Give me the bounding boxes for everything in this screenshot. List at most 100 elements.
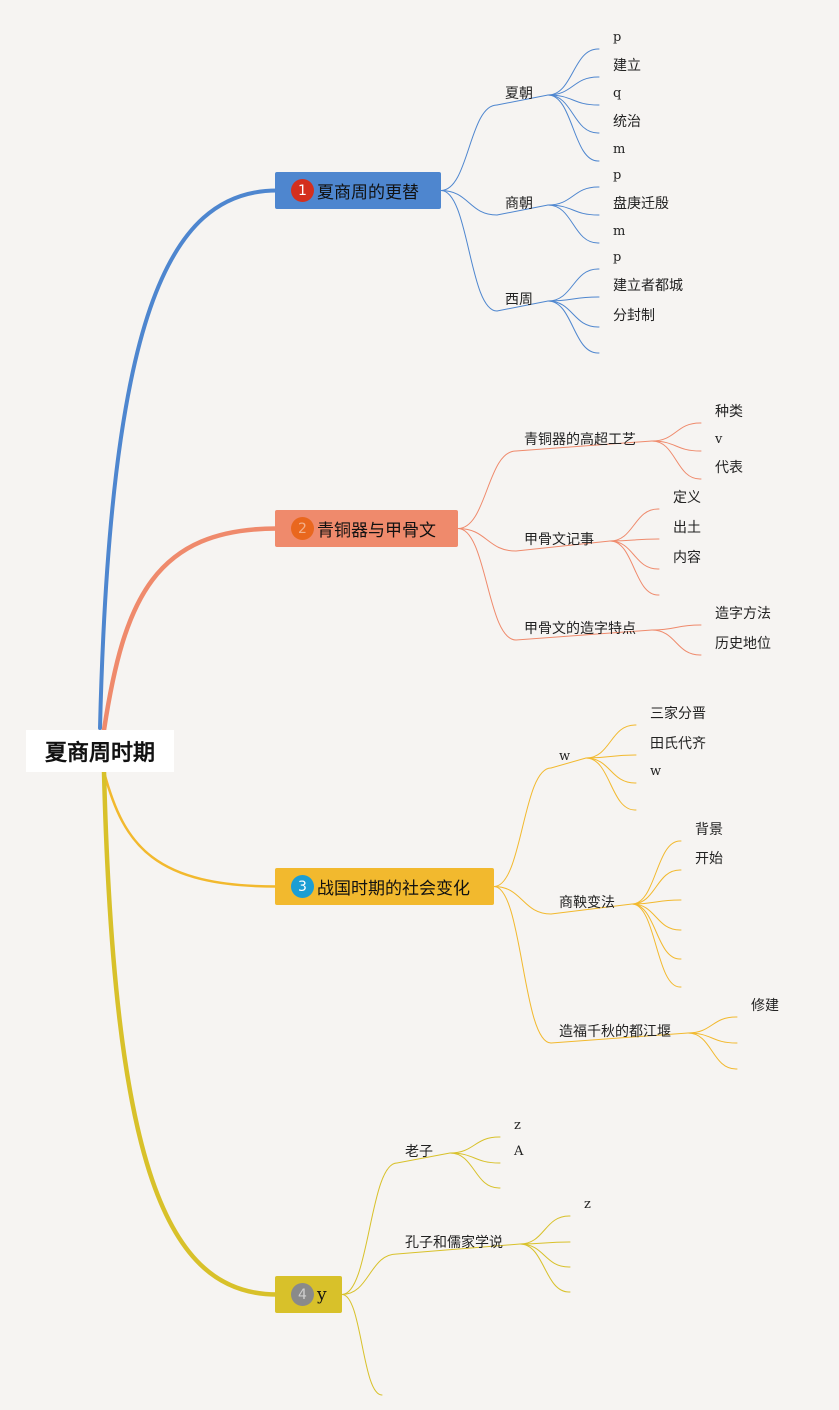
leaf-3-2-6-connector: [631, 903, 681, 988]
branch-topic-label: y: [317, 1284, 327, 1305]
subtopic-2-1[interactable]: 青铜器的高超工艺: [524, 432, 636, 448]
branch-topic-label: 战国时期的社会变化: [317, 879, 470, 899]
leaf-1-3-3[interactable]: 分封制: [613, 308, 655, 324]
leaf-1-2-1[interactable]: p: [613, 168, 622, 183]
subtopic-2-3[interactable]: 甲骨文的造字特点: [524, 621, 636, 637]
leaf-2-1-2[interactable]: v: [715, 432, 723, 447]
leaf-3-1-1[interactable]: 三家分晋: [650, 706, 706, 722]
leaf-1-3-1-connector: [547, 268, 599, 302]
branch-3-child-3-connector: [493, 886, 552, 1044]
branch-1-child-2-connector: [440, 190, 498, 216]
root-topic[interactable]: 夏商周时期: [26, 730, 174, 772]
leaf-3-1-4-connector: [585, 757, 636, 811]
branch-1-trunk-line: [98, 188, 279, 730]
branch-4-child-1-connector: [341, 1162, 398, 1295]
leaf-4-2-1[interactable]: z: [584, 1197, 591, 1212]
branch-topic-label: 夏商周的更替: [317, 183, 419, 203]
subtopic-1-2[interactable]: 商朝: [505, 196, 533, 212]
branch-2-trunk-line: [101, 526, 280, 733]
subtopic-3-3-baseline: [550, 1032, 689, 1044]
branch-3-trunk-line: [102, 770, 279, 888]
subtopic-3-3[interactable]: 造福千秋的都江堰: [559, 1024, 671, 1040]
leaf-3-2-1[interactable]: 背景: [695, 822, 723, 838]
leaf-2-3-2-connector: [651, 629, 701, 656]
leaf-3-3-1[interactable]: 修建: [751, 998, 779, 1014]
root-topic-label: 夏商周时期: [44, 741, 155, 766]
leaf-1-3-2-connector: [547, 296, 599, 302]
leaf-4-1-3-connector: [449, 1152, 500, 1189]
subtopic-1-1[interactable]: 夏朝: [505, 86, 533, 102]
leaf-1-1-2-connector: [547, 76, 599, 96]
branch-1-child-3-connector: [440, 190, 498, 312]
subtopic-2-3-baseline: [515, 629, 653, 641]
leaf-1-1-3[interactable]: q: [613, 86, 622, 101]
leaf-3-1-3-connector: [585, 757, 636, 784]
leaf-3-2-1-connector: [631, 840, 681, 905]
branch-4-child-2-connector: [341, 1253, 398, 1295]
branch-2-child-1-connector: [457, 450, 517, 529]
branch-1-child-1-connector: [440, 104, 498, 191]
leaf-3-1-2[interactable]: 田氏代齐: [650, 736, 706, 752]
leaf-1-1-5[interactable]: m: [613, 142, 626, 157]
leaf-1-3-1[interactable]: p: [613, 250, 622, 265]
leaf-2-1-3[interactable]: 代表: [715, 460, 743, 476]
leaf-2-3-2[interactable]: 历史地位: [715, 636, 771, 652]
branch-topic-label: 青铜器与甲骨文: [317, 521, 436, 541]
leaf-1-1-5-connector: [547, 94, 599, 162]
leaf-1-2-3[interactable]: m: [613, 224, 626, 239]
number-3-badge-icon: 3: [291, 875, 314, 898]
leaf-3-3-1-connector: [687, 1016, 737, 1034]
leaf-3-2-2[interactable]: 开始: [695, 851, 723, 867]
subtopic-4-1[interactable]: 老子: [405, 1144, 433, 1160]
branch-2-child-3-connector: [457, 528, 517, 641]
leaf-1-1-1[interactable]: p: [613, 30, 622, 45]
branch-4-trunk-line: [101, 769, 280, 1297]
leaf-2-2-2-connector: [609, 538, 659, 542]
subtopic-2-2[interactable]: 甲骨文记事: [524, 532, 594, 548]
leaf-1-2-1-connector: [547, 186, 599, 206]
leaf-3-2-4-connector: [631, 903, 681, 931]
leaf-2-2-3-connector: [609, 540, 659, 570]
leaf-3-1-3[interactable]: w: [650, 764, 662, 779]
leaf-3-2-5-connector: [631, 903, 681, 960]
leaf-3-1-2-connector: [585, 754, 636, 759]
leaf-3-2-3-connector: [631, 899, 681, 905]
subtopic-3-1[interactable]: w: [559, 749, 571, 764]
leaf-1-3-4-connector: [547, 300, 599, 354]
leaf-1-1-2[interactable]: 建立: [613, 58, 641, 74]
leaf-2-2-1[interactable]: 定义: [673, 490, 701, 506]
leaf-3-3-3-connector: [687, 1032, 737, 1070]
subtopic-3-2[interactable]: 商鞅变法: [559, 895, 615, 911]
leaf-1-2-2[interactable]: 盘庚迁殷: [613, 196, 669, 212]
leaf-4-1-1[interactable]: z: [514, 1118, 521, 1133]
number-2-badge-icon: 2: [291, 517, 314, 540]
leaf-2-1-3-connector: [651, 440, 701, 480]
leaf-3-1-1-connector: [585, 724, 636, 759]
branch-3-child-1-connector: [493, 767, 552, 887]
leaf-2-1-1[interactable]: 种类: [715, 404, 743, 420]
leaf-2-3-1[interactable]: 造字方法: [715, 606, 771, 622]
leaf-1-3-3-connector: [547, 300, 599, 328]
subtopic-4-2[interactable]: 孔子和儒家学说: [405, 1235, 503, 1251]
leaf-4-1-2[interactable]: A: [514, 1144, 524, 1159]
leaf-2-1-1-connector: [651, 422, 701, 442]
leaf-2-3-1-connector: [651, 624, 701, 631]
leaf-2-2-2[interactable]: 出土: [673, 520, 701, 536]
leaf-1-1-4[interactable]: 统治: [613, 114, 641, 130]
leaf-4-2-1-connector: [519, 1215, 570, 1245]
subtopic-2-2-baseline: [515, 540, 611, 552]
leaf-3-2-2-connector: [631, 869, 681, 905]
leaf-1-3-2[interactable]: 建立者都城: [613, 278, 683, 294]
leaf-4-1-1-connector: [449, 1136, 500, 1154]
leaf-2-2-3[interactable]: 内容: [673, 550, 701, 566]
subtopic-1-3[interactable]: 西周: [505, 292, 533, 308]
leaf-1-2-3-connector: [547, 204, 599, 244]
subtopic-3-1-baseline: [550, 757, 587, 769]
subtopic-2-1-baseline: [515, 440, 653, 452]
leaf-2-2-4-connector: [609, 540, 659, 596]
leaf-1-1-1-connector: [547, 48, 599, 96]
